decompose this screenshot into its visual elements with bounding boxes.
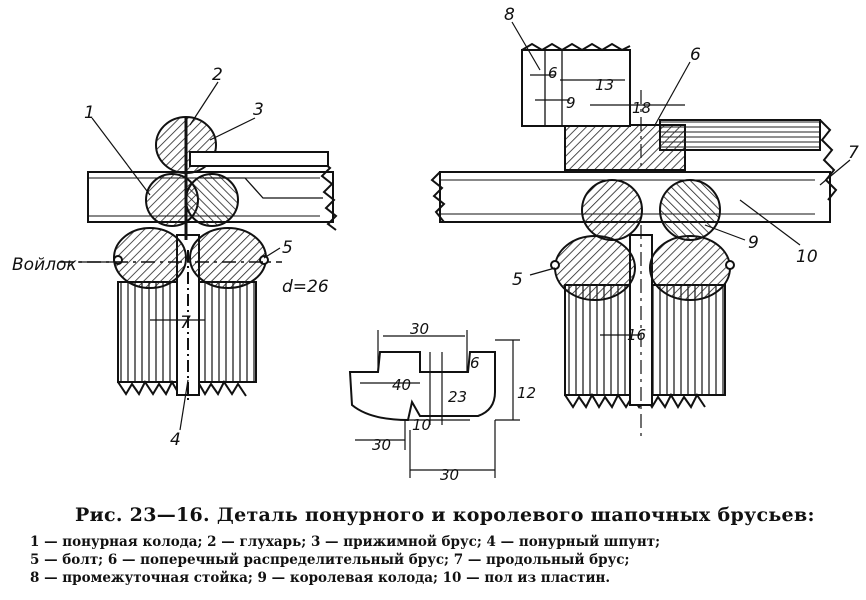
label-5-left: 5 xyxy=(282,238,293,258)
label-7-left: 7 xyxy=(180,313,191,333)
label-2: 2 xyxy=(212,65,223,85)
dim-23: 23 xyxy=(448,388,467,406)
legend-line-3: 8 — промежуточная стойка; 9 — королевая … xyxy=(30,570,611,586)
profile-detail-drawing xyxy=(348,330,520,478)
label-4: 4 xyxy=(170,430,181,450)
dim-40: 40 xyxy=(392,376,411,394)
label-d26: d=26 xyxy=(282,277,329,297)
label-5-right: 5 xyxy=(512,270,523,290)
part-labels: 1 2 3 Войлок 5 d=26 7 4 8 6 7 9 10 5 xyxy=(12,5,859,450)
dimension-labels: 6 13 9 18 16 30 40 23 6 12 10 30 30 xyxy=(372,64,651,484)
dim-9: 9 xyxy=(566,94,576,112)
dim-30-top: 30 xyxy=(410,320,429,338)
dim-6: 6 xyxy=(548,64,558,82)
label-3: 3 xyxy=(253,100,264,120)
dim-10: 10 xyxy=(412,416,431,434)
figure-legend: 1 — понурная колода; 2 — глухарь; 3 — пр… xyxy=(30,533,860,587)
label-1: 1 xyxy=(84,103,95,123)
left-section-drawing xyxy=(60,81,338,431)
label-10: 10 xyxy=(796,247,818,267)
dim-30-bottom: 30 xyxy=(440,466,459,484)
legend-line-2: 5 — болт; 6 — поперечный распределительн… xyxy=(30,552,630,568)
dim-13: 13 xyxy=(595,76,614,94)
dim-30-left: 30 xyxy=(372,436,391,454)
dim-16: 16 xyxy=(627,326,646,344)
label-felt: Войлок xyxy=(12,255,77,275)
label-8: 8 xyxy=(504,5,515,25)
label-6: 6 xyxy=(690,45,701,65)
dim-6-profile: 6 xyxy=(470,354,480,372)
legend-line-1: 1 — понурная колода; 2 — глухарь; 3 — пр… xyxy=(30,534,661,550)
label-7-right: 7 xyxy=(848,143,859,163)
dim-18: 18 xyxy=(632,99,651,117)
dim-12: 12 xyxy=(517,384,536,402)
right-section-drawing xyxy=(430,21,851,440)
label-9: 9 xyxy=(748,233,759,253)
figure-caption-title: Рис. 23—16. Деталь понурного и королевог… xyxy=(75,504,815,526)
